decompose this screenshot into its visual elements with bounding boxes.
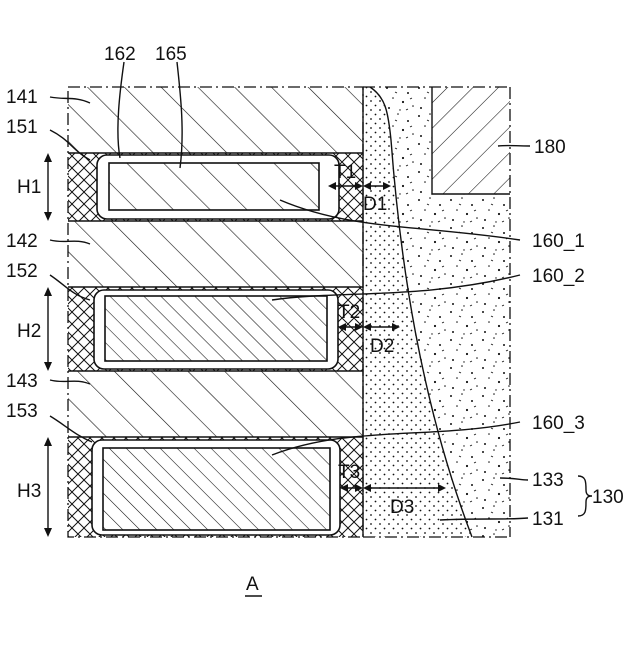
label-162: 162 <box>104 44 136 65</box>
label-160-2: 160_2 <box>532 266 585 287</box>
label-160-1: 160_1 <box>532 231 585 252</box>
label-153: 153 <box>6 401 38 422</box>
label-152: 152 <box>6 261 38 282</box>
label-h1: H1 <box>17 177 41 198</box>
label-131: 131 <box>532 509 564 530</box>
label-141: 141 <box>6 87 38 108</box>
figure-caption: A <box>245 574 262 596</box>
label-t3: T3 <box>338 462 360 483</box>
caption-text: A <box>246 574 259 595</box>
label-180: 180 <box>534 137 566 158</box>
gate-electrode-160-1 <box>97 155 339 219</box>
label-h2: H2 <box>17 321 41 342</box>
label-133: 133 <box>532 470 564 491</box>
layer-141 <box>68 87 363 153</box>
pad-180 <box>432 87 510 194</box>
label-130: 130 <box>592 487 624 508</box>
gate-electrode-160-3 <box>92 440 340 535</box>
gate-electrode-160-2 <box>94 290 338 369</box>
label-165: 165 <box>155 44 187 65</box>
label-142: 142 <box>6 231 38 252</box>
label-143: 143 <box>6 371 38 392</box>
layer-142 <box>68 221 363 287</box>
label-d2: D2 <box>370 336 394 357</box>
label-160-3: 160_3 <box>532 413 585 434</box>
height-dimensions <box>44 153 52 537</box>
label-t2: T2 <box>338 302 360 323</box>
label-151: 151 <box>6 117 38 138</box>
label-t1: T1 <box>334 162 356 183</box>
label-h3: H3 <box>17 481 41 502</box>
layer-143 <box>68 371 363 437</box>
label-d3: D3 <box>390 497 414 518</box>
label-d1: D1 <box>363 194 387 215</box>
